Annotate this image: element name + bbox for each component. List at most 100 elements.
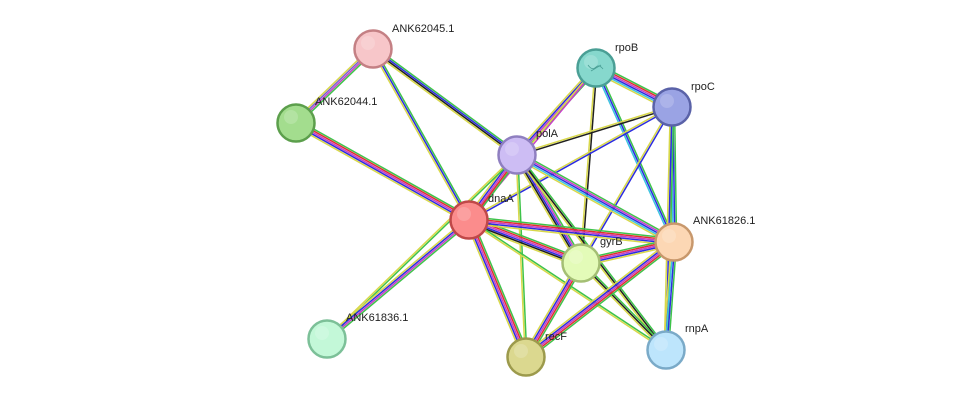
edge-strand [580,262,667,351]
edge-strand [524,240,674,357]
edge-strand [468,105,672,220]
edge-strand [518,151,677,240]
node-rnpa[interactable] [646,330,686,370]
edge-strand [370,49,469,222]
node-label-pola: polA [536,128,559,140]
edge-strand [525,241,675,358]
labels-layer: ANK62045.1ANK62044.1rpoBrpoCpolAdnaAgyrB… [315,23,755,343]
edge-strand [514,65,595,154]
edge-dnaa-ank61836-1 [324,217,472,342]
edge-strand [471,218,530,356]
node-circle[interactable] [654,222,694,262]
node-circle[interactable] [449,200,489,240]
edge-strand [596,66,677,242]
node-circle[interactable] [497,135,537,175]
edge-ank61826-1-recf [523,238,677,361]
node-label-gyrb: gyrB [600,236,623,248]
edge-strand [469,215,675,240]
nodes-layer [276,29,694,377]
edge-strand [324,217,468,338]
node-label-ank61836-1: ANK61836.1 [346,312,408,324]
edge-strand [468,220,674,245]
node-rpob[interactable] [576,48,616,88]
edge-strand [372,49,517,157]
edge-strand [468,219,675,243]
edge-ank62044-1-dnaa [293,119,472,224]
node-recf[interactable] [506,337,546,377]
node-circle[interactable] [652,87,692,127]
node-circle[interactable] [646,330,686,370]
node-highlight [457,207,471,221]
edge-strand [468,220,581,265]
edge-strand [516,105,672,155]
edges-layer [293,46,678,361]
edge-strand [517,153,584,263]
node-highlight [660,94,674,108]
node-pola[interactable] [497,135,537,175]
node-dnaa[interactable] [449,200,489,240]
node-ank62044-1[interactable] [276,103,316,143]
edge-strand [514,157,673,246]
node-label-recf: recF [545,331,567,343]
edge-strand [374,46,519,154]
edge-strand [295,122,470,221]
edge-strand [297,119,472,218]
edge-strand [593,68,674,244]
node-highlight [284,110,298,124]
edge-strand [328,221,472,342]
edge-strand [515,155,526,358]
edge-strand [527,244,677,361]
edge-strand [325,153,517,339]
node-circle[interactable] [506,337,546,377]
edge-strand [516,154,675,243]
edge-strand [469,219,529,357]
node-circle[interactable] [353,29,393,69]
node-label-ank61826-1: ANK61826.1 [693,215,755,227]
node-ank62045-1[interactable] [353,29,393,69]
node-rpoc[interactable] [652,87,692,127]
node-highlight [662,229,676,243]
node-circle[interactable] [307,319,347,359]
edge-strand [523,238,673,355]
node-ank61836-1[interactable] [307,319,347,359]
node-circle[interactable] [276,103,316,143]
edge-rpob-ank61826-1 [593,66,677,244]
edge-strand [469,217,675,242]
edge-strand [468,219,527,358]
edge-strand [325,218,469,339]
node-label-rpob: rpoB [615,42,638,54]
node-label-rpoc: rpoC [691,81,715,93]
edge-strand [373,47,518,155]
edge-strand [526,242,676,359]
edge-strand [469,218,582,263]
edge-gyrb-rnpa [579,261,668,352]
edge-strand [327,220,471,341]
edge-strand [519,152,585,262]
node-highlight [315,326,329,340]
edge-rpoc-pola [516,105,673,157]
edge-strand [581,261,668,350]
edge-strand [294,123,469,223]
structure-thumbnail-icon [587,64,604,72]
node-label-dnaa: dnaA [488,193,514,205]
edge-pola-gyrb [513,152,585,266]
node-highlight [584,55,598,69]
edge-strand [466,220,526,358]
edge-strand [469,107,673,222]
edge-strand [517,107,673,157]
node-highlight [569,250,583,264]
node-label-ank62045-1: ANK62045.1 [392,23,454,35]
edge-rpoc-dnaa [468,105,673,222]
edge-strand [372,48,470,221]
edge-strand [513,156,579,266]
node-highlight [361,36,375,50]
edge-strand [595,67,675,243]
edge-ank62045-1-dnaa [370,47,472,222]
node-circle[interactable] [561,243,601,283]
edge-dnaa-recf [465,218,530,359]
edge-dnaa-ank61826-1 [468,215,675,247]
node-gyrb[interactable] [561,243,601,283]
node-ank61826-1[interactable] [654,222,694,262]
edge-strand [673,106,678,242]
